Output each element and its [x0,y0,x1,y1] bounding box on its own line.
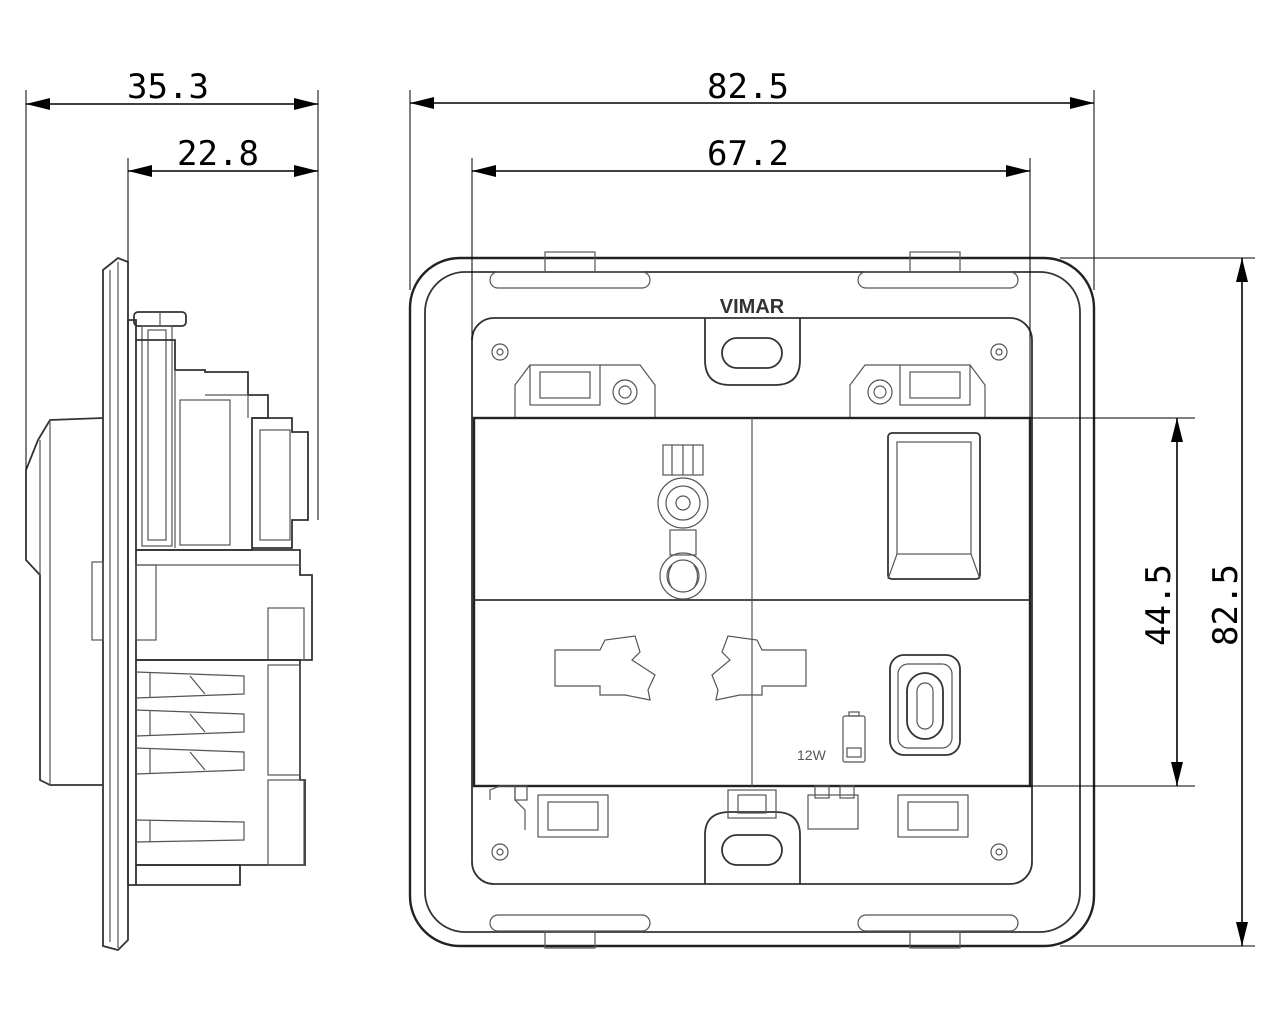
svg-text:22.8: 22.8 [177,134,259,174]
svg-text:67.2: 67.2 [707,134,789,174]
svg-text:35.3: 35.3 [127,67,209,107]
brand-logo: VIMAR [720,296,785,318]
dimension-side-body: 22.8 [128,134,318,177]
dimension-front-height: 82.5 [1206,258,1248,946]
svg-text:82.5: 82.5 [1206,564,1246,646]
battery-icon [842,711,866,763]
dimension-front-width: 82.5 [410,67,1094,109]
front-view: 12W VIMAR [408,251,1096,949]
svg-text:44.5: 44.5 [1139,564,1179,646]
dimension-front-inner-width: 67.2 [472,134,1030,177]
side-view [25,256,313,952]
dimension-side-total: 35.3 [26,67,318,110]
round-pin-socket [657,444,709,600]
dimension-module-height: 44.5 [1139,418,1183,786]
usb-power-label: 12W [797,747,827,763]
universal-socket [554,635,807,701]
usb-c-port [889,654,961,756]
rocker-switch [887,432,981,580]
svg-text:82.5: 82.5 [707,67,789,107]
extension-lines [25,90,1255,947]
